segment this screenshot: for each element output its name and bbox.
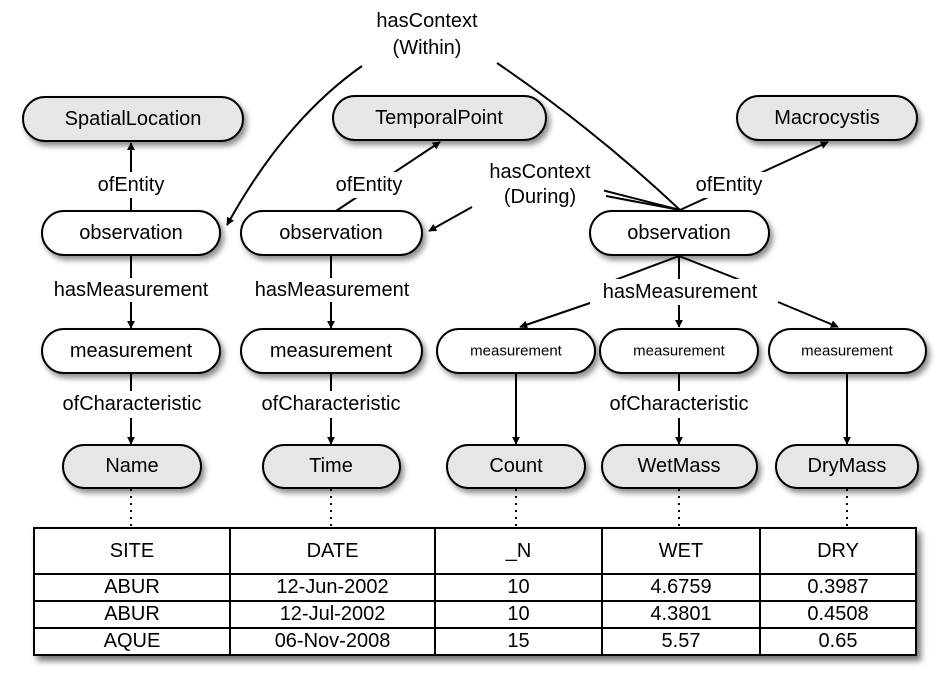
edge-obs3-measure-count	[519, 301, 594, 329]
edge-label-has-context-during-1: hasContext	[489, 161, 591, 183]
table-cell: 0.4508	[759, 600, 917, 629]
measurement-node-5	[768, 328, 927, 374]
observation-label-3: observation	[627, 222, 730, 244]
entity-node-macrocystis	[736, 95, 918, 141]
observation-label-2: observation	[279, 222, 382, 244]
table-cell: 10	[434, 600, 603, 629]
measurement-label-5: measurement	[801, 343, 894, 360]
measurement-label-3: measurement	[470, 343, 563, 360]
table-cell: 15	[434, 627, 603, 656]
table-header-row: SITE DATE _N WET DRY	[33, 527, 917, 575]
characteristic-node-name	[62, 444, 202, 489]
measurement-label-2: measurement	[270, 340, 393, 362]
edge-label-has-context-within-1: hasContext	[376, 10, 478, 32]
characteristic-node-wetmass	[601, 444, 758, 489]
table-row: AQUE 06-Nov-2008 15 5.57 0.65	[33, 627, 917, 656]
edge-label-has-measurement-2: hasMeasurement	[255, 279, 410, 301]
observation-node-1	[41, 210, 221, 256]
edge-obs3-measure-dry	[777, 301, 839, 328]
column-header-wet: WET	[601, 527, 761, 575]
entity-node-temporal-point	[332, 95, 547, 141]
characteristic-label-drymass: DryMass	[808, 455, 887, 477]
entity-node-spatial-location	[22, 96, 244, 142]
entity-label-spatial: SpatialLocation	[65, 108, 202, 130]
table-cell: 4.3801	[601, 600, 761, 629]
characteristic-label-wetmass: WetMass	[638, 455, 721, 477]
characteristic-label-name: Name	[105, 455, 158, 477]
column-header-site: SITE	[33, 527, 231, 575]
column-header-date: DATE	[229, 527, 436, 575]
table-cell: 5.57	[601, 627, 761, 656]
measurement-label-1: measurement	[70, 340, 193, 362]
edges	[127, 62, 851, 445]
table-cell: 12-Jun-2002	[229, 573, 436, 602]
edge-label-has-context-during-2: (During)	[504, 186, 576, 208]
observation-label-1: observation	[79, 222, 182, 244]
edge-label-of-entity-3: ofEntity	[696, 174, 763, 196]
table-cell: 4.6759	[601, 573, 761, 602]
edge-context-within-from-obs3	[496, 62, 681, 211]
column-mapping-dots	[130, 489, 848, 526]
edge-label-has-context-within-2: (Within)	[393, 37, 462, 59]
edge-context-within-to-obs1	[226, 65, 363, 226]
characteristic-node-time	[262, 444, 401, 489]
table-cell: AQUE	[33, 627, 231, 656]
table-cell: 10	[434, 573, 603, 602]
observation-node-2	[240, 210, 423, 256]
entity-label-macrocystis: Macrocystis	[774, 107, 880, 129]
edge-obs3-fan-left	[614, 255, 680, 281]
characteristic-label-count: Count	[489, 455, 543, 477]
column-header-dry: DRY	[759, 527, 917, 575]
column-header-n: _N	[434, 527, 603, 575]
measurement-node-3	[436, 328, 596, 374]
table-cell: 0.65	[759, 627, 917, 656]
observation-node-3	[589, 210, 770, 256]
data-table: SITE DATE _N WET DRY ABUR 12-Jun-2002 10…	[33, 527, 917, 656]
edge-label-of-characteristic-2: ofCharacteristic	[262, 393, 401, 415]
table-cell: 06-Nov-2008	[229, 627, 436, 656]
edge-label-of-characteristic-3: ofCharacteristic	[610, 393, 749, 415]
edge-label-has-measurement-1: hasMeasurement	[54, 279, 209, 301]
measurement-node-1	[41, 328, 221, 374]
edge-context-during-to-obs2	[428, 206, 473, 232]
edge-obs3-fan-right	[678, 255, 741, 281]
measurement-node-4	[599, 328, 759, 374]
edge-label-of-characteristic-1: ofCharacteristic	[63, 393, 202, 415]
edge-label-has-measurement-3: hasMeasurement	[603, 281, 758, 303]
edge-label-of-entity-1: ofEntity	[98, 174, 165, 196]
table-cell: ABUR	[33, 573, 231, 602]
characteristic-label-time: Time	[309, 455, 353, 477]
table-cell: 12-Jul-2002	[229, 600, 436, 629]
measurement-node-2	[240, 328, 423, 374]
characteristic-node-count	[446, 444, 586, 489]
table-row: ABUR 12-Jul-2002 10 4.3801 0.4508	[33, 600, 917, 629]
entity-label-temporal: TemporalPoint	[375, 107, 503, 129]
table-cell: 0.3987	[759, 573, 917, 602]
table-cell: ABUR	[33, 600, 231, 629]
edge-label-of-entity-2: ofEntity	[336, 174, 403, 196]
table-row: ABUR 12-Jun-2002 10 4.6759 0.3987	[33, 573, 917, 602]
measurement-label-4: measurement	[633, 343, 726, 360]
characteristic-node-drymass	[775, 444, 919, 489]
